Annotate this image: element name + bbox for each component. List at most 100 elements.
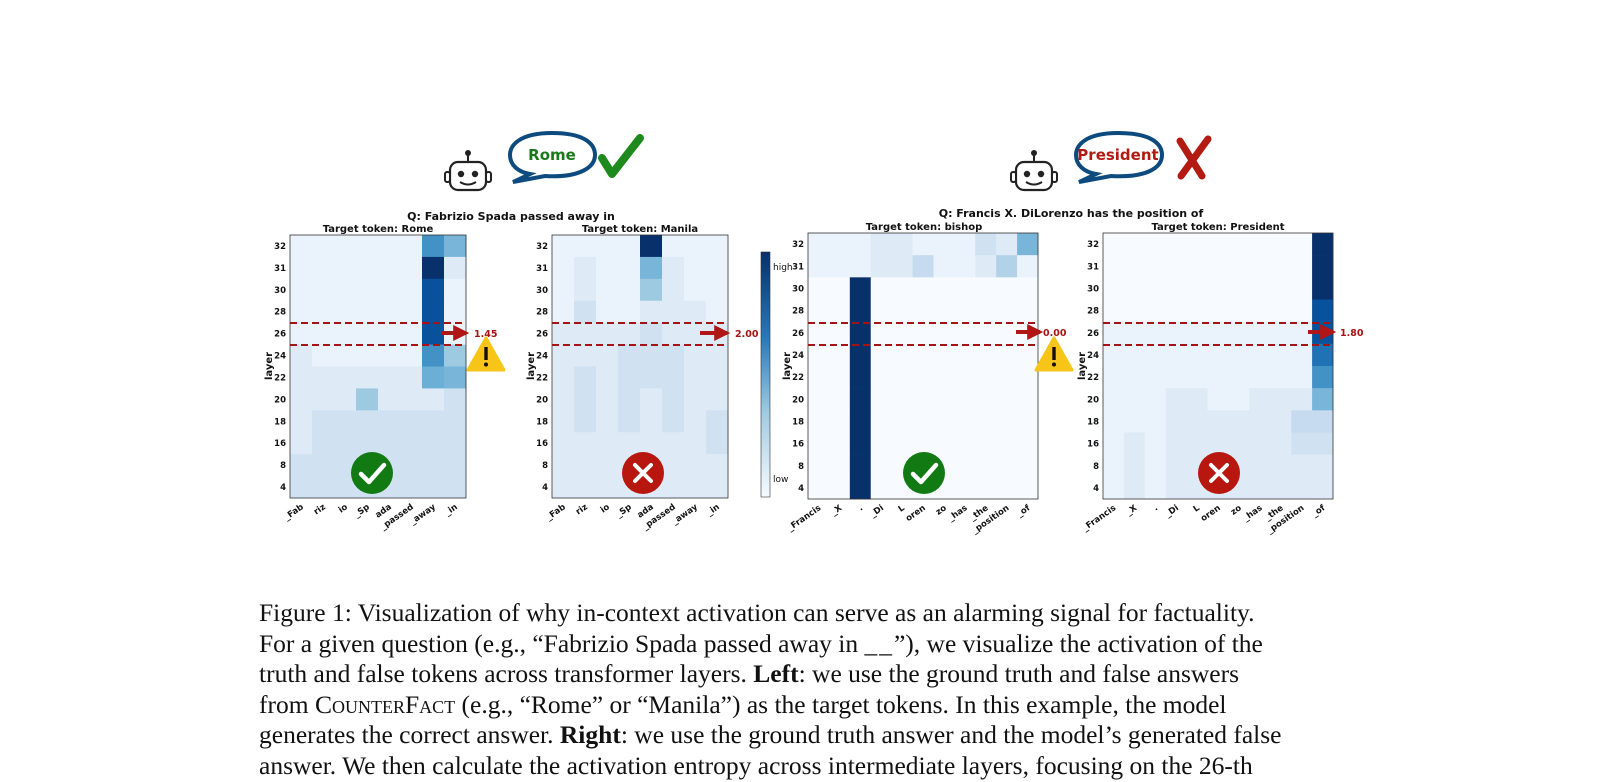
heatmap-cell	[706, 454, 729, 477]
y-axis-label: layer	[526, 352, 537, 380]
heatmap-cell	[312, 454, 335, 477]
y-tick-label: 8	[542, 461, 548, 471]
heatmap-cell	[975, 299, 997, 322]
heatmap-cell	[1249, 432, 1271, 455]
figure-1: Rome President Q: Fabrizio Spada passed …	[264, 130, 1364, 536]
heatmap-cell	[954, 432, 976, 455]
heatmap-cell	[849, 255, 872, 278]
heatmap-cell	[400, 432, 423, 455]
heatmap-cell	[422, 366, 445, 389]
heatmap-cell	[1228, 233, 1250, 256]
heatmap-cell	[640, 344, 663, 367]
heatmap-cell	[444, 300, 467, 323]
y-tick-label: 26	[536, 330, 548, 340]
colorbar: high low	[760, 251, 793, 498]
heatmap-cell	[444, 454, 467, 477]
heatmap-cell	[422, 388, 445, 411]
heatmap-cell	[596, 388, 619, 411]
y-tick-label: 20	[1087, 395, 1099, 405]
heatmap-cell	[891, 255, 913, 278]
heatmap-cell	[290, 300, 313, 323]
heatmap-cell	[662, 388, 685, 411]
heatmap-cell	[912, 277, 934, 300]
heatmap-cell	[706, 432, 729, 455]
heatmap-cell	[378, 388, 401, 411]
heatmap-cell	[618, 278, 641, 302]
heatmap-cell	[1249, 277, 1271, 300]
heatmap-cell	[1123, 255, 1146, 278]
heatmap-cell	[1291, 432, 1313, 455]
heatmap-cell	[444, 410, 467, 433]
heatmap-cell	[312, 410, 335, 433]
heatmap-cell	[870, 321, 892, 345]
heatmap-cell	[828, 410, 851, 433]
heatmap-cell	[1312, 432, 1334, 455]
heatmap-cell	[1186, 321, 1208, 345]
heatmap-cell	[1103, 255, 1125, 278]
heatmap-cell	[662, 344, 685, 367]
heatmap-cell	[870, 366, 892, 389]
heatmap-cell	[849, 321, 872, 345]
heatmap-cell	[574, 322, 597, 345]
heatmap-cell	[1144, 233, 1167, 256]
heatmap-cell	[891, 343, 913, 367]
y-tick-label: 31	[1087, 262, 1099, 272]
heatmap-cell	[891, 321, 913, 345]
x-tick-label: _Francis	[1081, 503, 1118, 533]
heatmap-cell	[933, 299, 955, 322]
heatmap-cell	[996, 321, 1018, 345]
heatmap-cell	[378, 278, 401, 302]
y-tick-label: 22	[536, 373, 548, 383]
heatmap-cell	[1312, 454, 1334, 478]
heatmap-cell	[1291, 410, 1313, 433]
y-tick-label: 20	[536, 395, 548, 405]
heatmap-cell	[1186, 432, 1208, 455]
y-tick-label: 30	[792, 284, 804, 294]
heatmap-cell	[996, 388, 1018, 411]
heatmap-cell	[912, 366, 934, 389]
heatmap-cell	[422, 256, 445, 280]
heatmap-cell	[662, 235, 685, 258]
heatmap-cell	[312, 388, 335, 411]
heatmap-cell	[849, 366, 872, 389]
heatmap-cell	[891, 410, 913, 433]
heatmap-cell	[1228, 432, 1250, 455]
y-axis-label: layer	[1077, 352, 1088, 380]
heatmap-cell	[574, 454, 597, 477]
heatmap-cell	[1165, 388, 1187, 411]
caption-line: For a given question (e.g., “Fabrizio Sp…	[259, 628, 1263, 658]
x-tick-label: _Fab	[544, 502, 567, 522]
heatmap-cell	[1270, 255, 1292, 278]
heatmap-cell	[552, 344, 575, 367]
heatmap-cell	[1312, 343, 1334, 367]
heatmap-cell	[400, 322, 423, 345]
heatmap-cell	[912, 321, 934, 345]
x-tick-label: io	[337, 502, 350, 515]
heatmap-cell	[552, 235, 575, 258]
heatmap-cell	[684, 366, 707, 389]
heatmap-cell	[290, 322, 313, 345]
heatmap-cell	[1123, 277, 1146, 300]
heatmap-cell	[1249, 299, 1271, 322]
heatmap-cell	[640, 256, 663, 280]
heatmap-cell	[574, 300, 597, 323]
heatmap-cell	[552, 388, 575, 411]
heatmap-cell	[400, 410, 423, 433]
heatmap-cell	[596, 454, 619, 477]
heatmap-cell	[618, 256, 641, 280]
heatmap-cell	[870, 255, 892, 278]
heatmap-cell	[870, 233, 892, 256]
entropy-value: 0.00	[1043, 328, 1067, 339]
heatmap-cell	[356, 235, 379, 258]
heatmap-cell	[1186, 343, 1208, 367]
heatmap-cell	[334, 476, 357, 499]
y-tick-label: 18	[1087, 417, 1099, 427]
heatmap-cell	[312, 322, 335, 345]
y-tick-label: 24	[274, 352, 286, 362]
heatmap-cell	[444, 278, 467, 302]
heatmap-cell	[828, 454, 851, 478]
heatmap-cell	[400, 344, 423, 367]
heatmap-cell	[1123, 321, 1146, 345]
heatmap-cell	[662, 432, 685, 455]
heatmap-cell	[975, 233, 997, 256]
